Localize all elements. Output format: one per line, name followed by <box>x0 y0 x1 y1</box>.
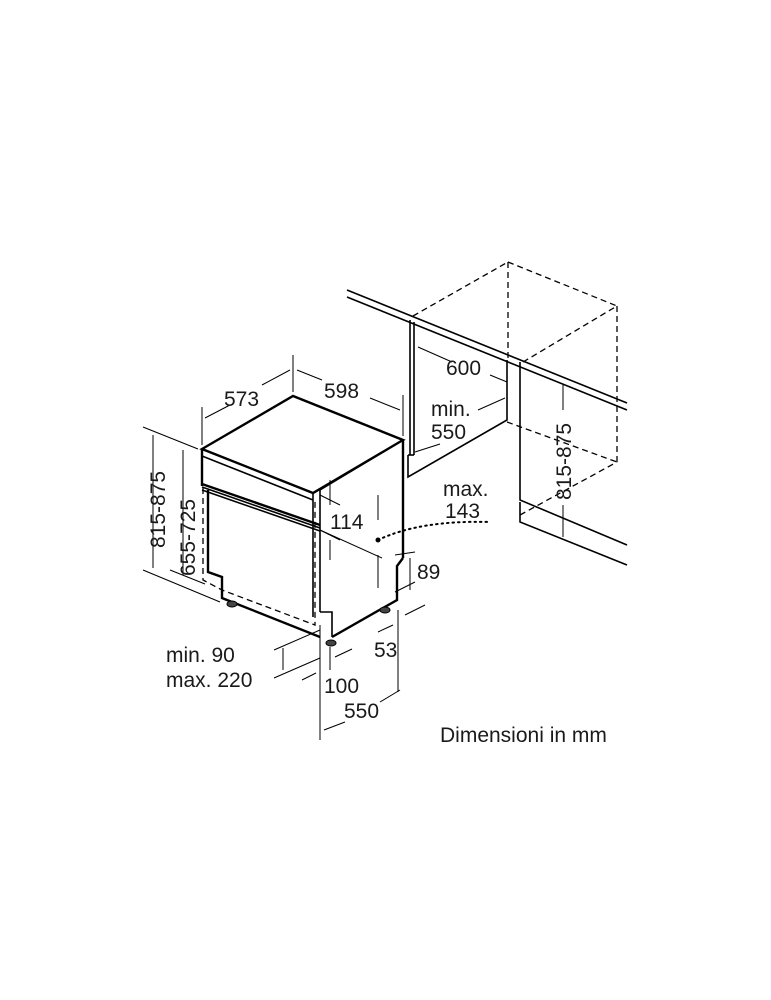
control-panel-strip <box>201 482 321 532</box>
plinth-53-label: 53 <box>374 639 397 662</box>
width-598-label: 598 <box>324 380 359 403</box>
dishwasher-outline <box>199 394 406 647</box>
plinth-min-label: min. 90 <box>166 644 235 667</box>
foot-100-label: 100 <box>324 675 359 698</box>
niche-cabinet <box>346 261 628 566</box>
dimension-lines <box>142 346 564 740</box>
foot-icon <box>379 606 391 614</box>
niche-550-label: 550 <box>431 421 466 444</box>
caption: Dimensioni in mm <box>440 724 607 747</box>
height-815-875-label: 815-875 <box>147 471 170 548</box>
max-label: max. <box>443 478 489 501</box>
niche-600-label: 600 <box>446 357 481 380</box>
depth-573-label: 573 <box>224 388 259 411</box>
height-655-725-label: 655-725 <box>177 499 200 576</box>
max-143-label: 143 <box>445 500 480 523</box>
depth-550-label: 550 <box>344 700 379 723</box>
step-89-label: 89 <box>417 561 440 584</box>
niche-min-label: min. <box>431 398 471 421</box>
plinth-max-label: max. 220 <box>166 669 252 692</box>
panel-114-label: 114 <box>330 511 364 534</box>
foot-icon <box>325 639 337 647</box>
niche-height-label: 815-875 <box>553 423 576 500</box>
foot-icon <box>226 600 238 608</box>
